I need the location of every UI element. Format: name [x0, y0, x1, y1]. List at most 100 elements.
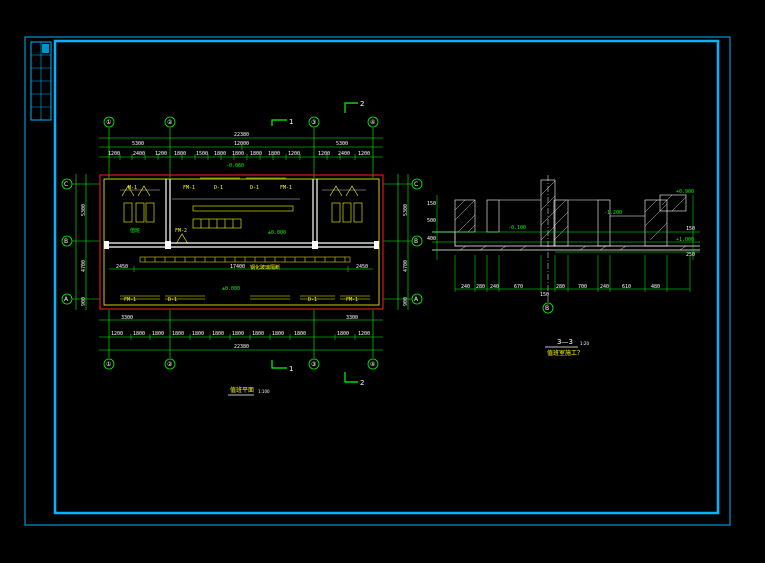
section-level-lines: [432, 231, 700, 253]
interior-walls: [104, 179, 379, 248]
dim-top-mid-0: 12000: [234, 141, 249, 147]
axis-4-bottom: ④: [370, 361, 375, 368]
axis-a-right: A: [414, 296, 419, 303]
section-bdim-6: 700: [578, 284, 587, 290]
dim-top-detail-11: 2400: [338, 151, 350, 157]
section-foundations: [454, 179, 687, 247]
elev-a: ±0.000: [222, 286, 240, 292]
dim-top-detail-5: 1800: [214, 151, 226, 157]
section-scale: 1:20: [580, 341, 589, 346]
section-bdim-9: 480: [651, 284, 660, 290]
dim-bottom-detail-8: 1800: [272, 331, 284, 337]
section-mark-2-top: 2: [360, 100, 364, 108]
dim-inner-right: 2450: [356, 264, 368, 270]
axis-bubbles-side: [61, 178, 423, 305]
door-tag-7: D-1: [308, 297, 317, 303]
door-tag-9: FM-1: [346, 297, 358, 303]
dim-left-0: 5300: [81, 204, 87, 216]
section-detail: B +0.900 -0.100 +1.000 -1.200 150 500 40…: [427, 175, 700, 357]
axis-bubbles-top: [103, 116, 379, 128]
door-tag-4: M-1: [128, 185, 137, 191]
axis-a-left: A: [64, 296, 69, 303]
dim-bottom-total: 22380: [234, 344, 249, 350]
dimension-lines-right: [383, 174, 412, 310]
section-bdim-4: 150: [540, 292, 549, 298]
section-vdim-0: 150: [427, 201, 436, 207]
dimension-ticks-top: [119, 144, 356, 160]
dim-top-detail-9: 1200: [288, 151, 300, 157]
dim-bottom-detail-9: 1800: [294, 331, 306, 337]
dim-bottom-detail-6: 1800: [232, 331, 244, 337]
dim-top-detail-12: 1200: [358, 151, 370, 157]
dim-top-detail-10: 1200: [318, 151, 330, 157]
dimension-ticks-bottom: [130, 334, 356, 340]
dim-bottom-detail-4: 1800: [192, 331, 204, 337]
title-block-strip: [30, 41, 52, 121]
axis-c-right: C: [414, 181, 418, 188]
section-bdim-0: 240: [461, 284, 470, 290]
dim-right-0: 5300: [403, 204, 409, 216]
dim-top-mid-2: 5300: [336, 141, 348, 147]
door-tag-6: D-1: [168, 297, 177, 303]
section-vdim-3: 150: [686, 226, 695, 232]
dim-bottom-sub-right: 3300: [346, 315, 358, 321]
door-tag-2: D-1: [250, 185, 259, 191]
axis-4-top: ④: [370, 119, 375, 126]
dim-inner-left: 2450: [116, 264, 128, 270]
axis-b-right: B: [414, 238, 418, 245]
section-bdim-1: 280: [476, 284, 485, 290]
section-bdim-5: 280: [556, 284, 565, 290]
section-bdim-7: 240: [600, 284, 609, 290]
door-tag-5: FM-2: [175, 228, 187, 234]
section-mark-1-top: 1: [289, 118, 293, 126]
section-axis-label: B: [545, 305, 549, 312]
axis-bubbles-bottom: [103, 358, 379, 370]
section-elev-mid: -0.100: [508, 225, 526, 231]
dim-top-detail-1: 2400: [133, 151, 145, 157]
dim-top-total: 22380: [234, 132, 249, 138]
dim-bottom-detail-11: 1200: [358, 331, 370, 337]
section-bottom-dims: [454, 255, 691, 292]
right-room-fixtures: [329, 185, 363, 223]
dim-left-2: 900: [81, 297, 87, 306]
dim-top-detail-4: 1500: [196, 151, 208, 157]
corridor-note: 钢化玻璃隔断: [250, 264, 280, 271]
dim-bottom-detail-7: 1800: [252, 331, 264, 337]
door-tag-0: FM-1: [183, 185, 195, 191]
wall-columns: [104, 241, 379, 249]
section-mark-2-bottom: 2: [360, 379, 364, 387]
section-note: 值班室施工？: [547, 349, 583, 357]
dim-top-detail-0: 1200: [108, 151, 120, 157]
axis-1-bottom: ①: [106, 361, 111, 368]
section-elev-right: +1.000: [676, 237, 694, 243]
elev-c: -0.060: [226, 163, 244, 169]
dim-bottom-sub-left: 3300: [121, 315, 133, 321]
axis-b-left: B: [64, 238, 68, 245]
plan-title: 值班平面: [230, 386, 254, 394]
dim-left-1: 4700: [81, 260, 87, 272]
axis-c-left: C: [64, 181, 68, 188]
dim-bottom-detail-3: 1800: [172, 331, 184, 337]
plan-scale: 1:100: [258, 389, 270, 394]
section-mark-1-bottom: 1: [289, 365, 293, 373]
duty-counter: [175, 205, 294, 245]
dim-bottom-detail-5: 1800: [212, 331, 224, 337]
section-ground: [432, 231, 700, 251]
dim-bottom-detail-0: 1200: [111, 331, 123, 337]
section-bdim-8: 610: [622, 284, 631, 290]
dim-right-2: 900: [403, 297, 409, 306]
axis-3-top: ③: [311, 119, 316, 126]
dimension-lines-top: [99, 128, 383, 178]
dimension-lines-bottom: [99, 310, 383, 358]
window-marks: [120, 177, 370, 300]
dim-bottom-detail-row: 1200 1800 1800 1800 1800 1800 1800 1800 …: [111, 331, 370, 337]
axis-2-bottom: ②: [167, 361, 173, 368]
section-hatching: [454, 180, 687, 251]
section-marks-bottom: [271, 360, 358, 383]
inner-frame: [53, 39, 720, 515]
section-vertical-dims: [436, 195, 694, 260]
section-elev-top: +0.900: [676, 189, 694, 195]
dim-bottom-detail-2: 1800: [152, 331, 164, 337]
axis-1-top: ①: [106, 119, 111, 126]
